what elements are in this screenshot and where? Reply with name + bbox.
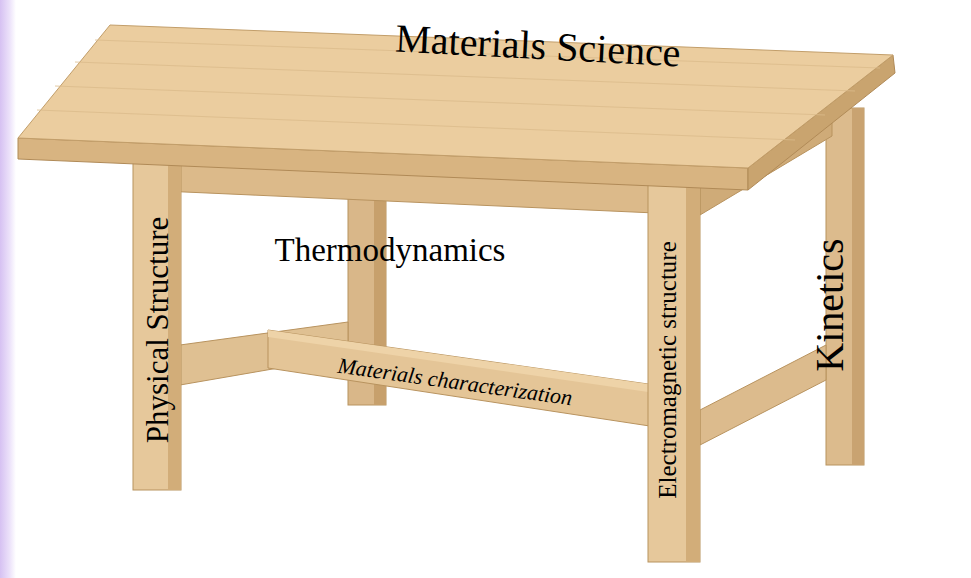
table-label: Kinetics [810, 238, 850, 371]
table-label: Thermodynamics [275, 234, 506, 267]
table-label: Physical Structure [142, 217, 173, 443]
table-label: Electromagnetic structure [655, 241, 680, 499]
